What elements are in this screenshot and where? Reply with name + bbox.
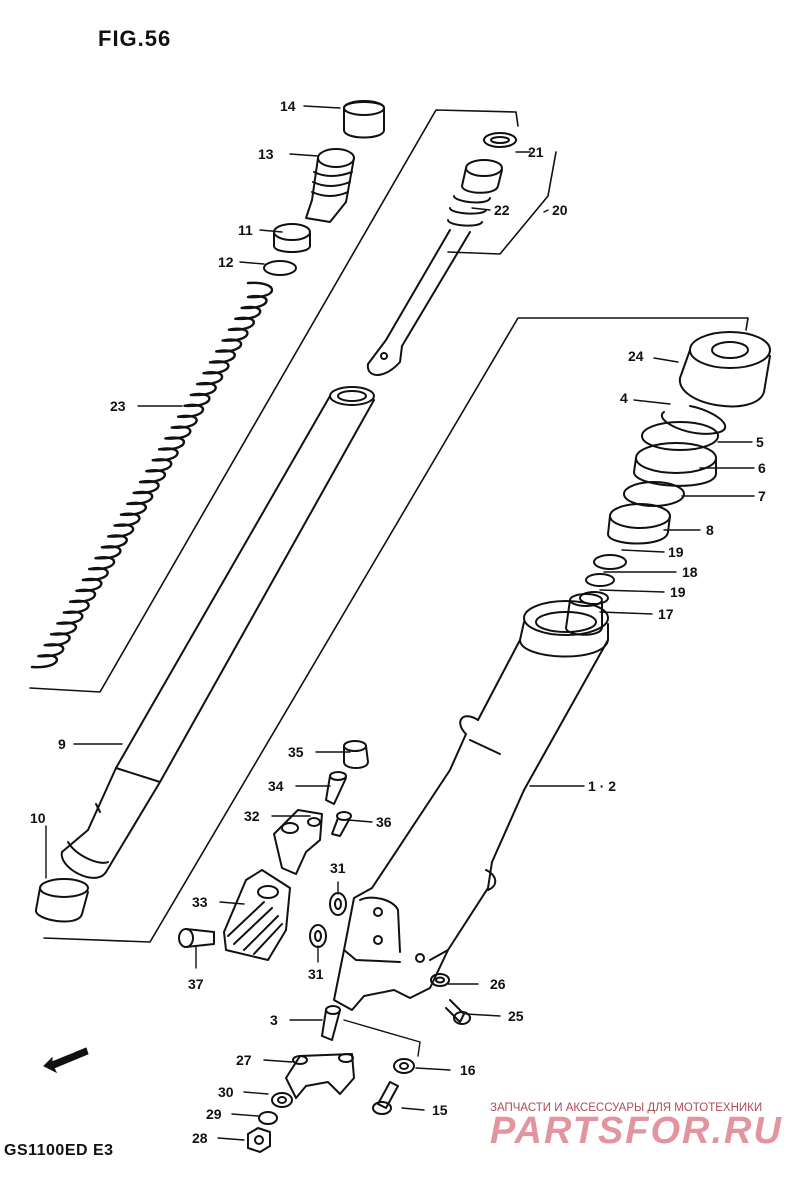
callout-15: 15 [432,1102,448,1118]
figure-title: FIG.56 [98,26,172,51]
callout-8: 8 [706,522,714,538]
part-13-valve [305,148,355,223]
part-36-screw [331,811,352,837]
callout-12: 12 [218,254,234,270]
callout-19-upper: 19 [668,544,684,560]
part-3-stud [321,1005,341,1041]
fwd-arrow-icon [43,1047,89,1074]
callout-6: 6 [758,460,766,476]
callout-22: 22 [494,202,510,218]
callout-31-lower: 31 [308,966,324,982]
callout-32: 32 [244,808,260,824]
callout-13: 13 [258,146,274,162]
part-14-cap [343,100,385,139]
part-8-seal [607,503,671,545]
callout-26: 26 [490,976,506,992]
part-9-inner-tube [60,386,375,879]
watermark-caption: ЗАПЧАСТИ И АКСЕССУАРЫ ДЛЯ МОТОТЕХНИКИ [490,1102,763,1114]
leader-lines [45,105,755,1141]
callout-19-lower: 19 [670,584,686,600]
callout-25: 25 [508,1008,524,1024]
part-30-washer [271,1092,293,1108]
callout-30: 30 [218,1084,234,1100]
callout-11: 11 [238,222,253,238]
part-28-nut [247,1127,271,1153]
part-27-axle-holder [285,1053,355,1099]
callout-1-2: 1 · 2 [588,778,617,794]
callout-16: 16 [460,1062,476,1078]
part-11-collar [273,223,311,253]
callout-4: 4 [620,390,628,406]
part-7-ring [623,481,685,507]
callout-24: 24 [628,348,644,364]
part-12-ring [263,260,297,276]
callout-31-upper: 31 [330,860,346,876]
callout-9: 9 [58,736,66,752]
part-20-damper-rod [366,159,503,376]
callout-29: 29 [206,1106,222,1122]
callout-3: 3 [270,1012,278,1028]
callout-34: 34 [268,778,284,794]
watermark-logo: PARTSFOR.RU [490,1110,783,1152]
callout-18: 18 [682,564,698,580]
part-5-6-seals [633,421,719,487]
part-25-bolt [445,999,471,1025]
part-33-gasket [223,869,291,961]
fwd-direction-marker: FWD [40,1040,92,1074]
part-19-lower-ring [579,591,609,605]
part-16-washer [393,1058,415,1074]
part-21-ring [483,132,517,148]
callout-17: 17 [658,606,674,622]
part-34-screw [325,771,347,805]
part-19-upper-ring [593,554,627,570]
callout-20: 20 [552,202,568,218]
part-31-upper-washer [329,892,347,916]
part-26-washer [430,973,450,987]
part-18-ring [585,573,615,587]
part-1-2-outer-tube [333,600,609,1011]
part-24-cap [678,331,771,408]
callout-36: 36 [376,814,392,830]
part-15-bolt [372,1081,399,1115]
callout-10: 10 [30,810,46,826]
callout-7: 7 [758,488,766,504]
part-17-stopper [565,593,603,636]
callout-5: 5 [756,434,764,450]
model-code: GS1100ED E3 [4,1142,114,1159]
callout-21: 21 [528,144,544,160]
part-32-bracket [273,809,323,875]
part-29-lock-washer [258,1111,278,1125]
callout-33: 33 [192,894,208,910]
callout-28: 28 [192,1130,208,1146]
callout-37: 37 [188,976,204,992]
callout-27: 27 [236,1052,252,1068]
part-10-bushing [35,878,89,923]
callout-35: 35 [288,744,304,760]
part-4-clip [660,405,727,435]
callout-23: 23 [110,398,126,414]
part-31-lower-washer [309,924,327,948]
part-37-bolt [178,928,215,948]
part-35-cap [343,740,369,769]
callout-14: 14 [280,98,296,114]
part-23-spring [30,281,274,669]
assembly-brackets [29,109,749,943]
